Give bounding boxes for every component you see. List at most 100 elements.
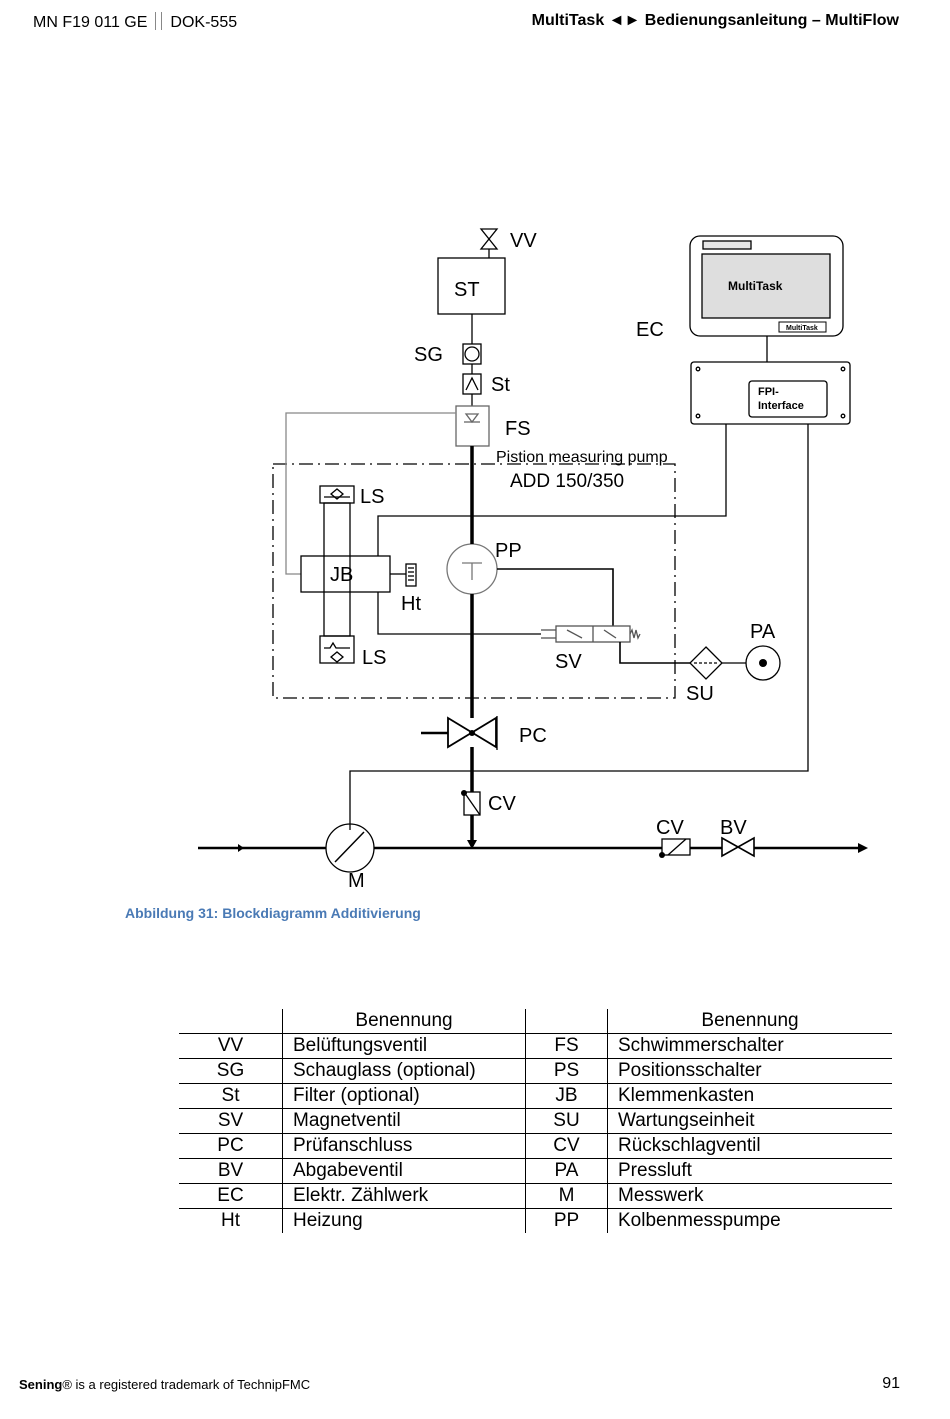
legend-name-left: Prüfanschluss <box>282 1133 526 1159</box>
legend-name-right: Kolbenmesspumpe <box>618 1210 781 1231</box>
heater-icon <box>405 563 417 587</box>
label-pp: PP <box>495 540 522 562</box>
label-bv: BV <box>720 817 747 839</box>
legend-header-row: Benennung Benennung <box>179 1009 892 1034</box>
label-ec: EC <box>636 319 664 341</box>
fs-signal-line <box>285 412 456 575</box>
ec-logo-badge <box>778 321 827 333</box>
meter-icon <box>325 823 375 873</box>
legend-code-right: SU <box>525 1108 608 1134</box>
legend-header-empty-left <box>179 1009 283 1034</box>
legend-code-right: FS <box>525 1033 608 1059</box>
ec-status-bar <box>702 240 752 250</box>
label-ls-top: LS <box>360 486 384 508</box>
legend-name-left: Belüftungsventil <box>282 1033 526 1059</box>
legend-name-right: Wartungseinheit <box>607 1108 892 1134</box>
meter-signal-line <box>349 424 809 830</box>
jb-sv-line <box>377 592 541 635</box>
legend-code-right: JB <box>525 1083 608 1109</box>
compressed-air-icon <box>745 645 781 681</box>
legend-code-left: SG <box>179 1058 283 1084</box>
label-cv-main: CV <box>656 817 684 839</box>
header-doc-ref: MN F19 011 GE DOK-555 <box>33 12 237 32</box>
legend-name-left: Elektr. Zählwerk <box>282 1183 526 1209</box>
footer-trademark-text: ® is a registered trademark of TechnipFM… <box>62 1377 311 1392</box>
header-doc-id: MN F19 011 GE <box>33 14 148 31</box>
legend-code-right: PP <box>525 1208 608 1233</box>
block-diagram: VV ST SG St FS Pistion measuring pump AD… <box>198 228 868 892</box>
legend-code-right: M <box>525 1183 608 1209</box>
air-line <box>619 642 690 664</box>
pump-enclosure <box>272 463 676 699</box>
label-multitask-small: MultiTask <box>786 325 818 332</box>
label-m: M <box>348 870 365 892</box>
label-st-tank: ST <box>454 279 480 301</box>
inlet-arrow-icon <box>238 844 244 852</box>
level-switch-bottom-icon <box>319 635 355 664</box>
label-su: SU <box>686 683 714 705</box>
figure-caption: Abbildung 31: Blockdiagramm Additivierun… <box>125 905 421 921</box>
legend-name-left: Heizung <box>282 1208 526 1233</box>
jb-fpi-signal-line <box>377 424 727 556</box>
legend-header-right: Benennung <box>607 1009 892 1034</box>
legend-name-right: Positionsschalter <box>607 1058 892 1084</box>
fpi-label-box <box>748 380 828 418</box>
legend-code-left: SV <box>179 1108 283 1134</box>
label-pc: PC <box>519 725 547 747</box>
fpi-box <box>690 361 851 425</box>
header-title: MultiTask ◄► Bedienungsanleitung – Multi… <box>531 12 899 29</box>
label-cv-vertical: CV <box>488 793 516 815</box>
label-fs: FS <box>505 418 531 440</box>
header-separator <box>155 12 163 30</box>
legend-code-left: BV <box>179 1158 283 1184</box>
legend-code-left: St <box>179 1083 283 1109</box>
test-connection-icon <box>447 716 497 749</box>
legend-name-left: Magnetventil <box>282 1108 526 1134</box>
legend-header-left: Benennung <box>282 1009 526 1034</box>
legend-name-right: Schwimmerschalter <box>607 1033 892 1059</box>
legend-code-left: PC <box>179 1133 283 1159</box>
legend-code-left: VV <box>179 1033 283 1059</box>
legend-code-right: PA <box>525 1158 608 1184</box>
label-ls-bottom: LS <box>362 647 386 669</box>
legend-header-empty-right <box>525 1009 608 1034</box>
legend-name-left: Schauglass (optional) <box>282 1058 526 1084</box>
delivery-valve-icon <box>721 836 755 858</box>
legend-code-right: CV <box>525 1133 608 1159</box>
outlet-arrow-icon <box>858 843 868 853</box>
pump-sv-line <box>497 568 614 626</box>
label-pump-name: Pistion measuring pump <box>496 449 668 466</box>
legend-name-left: Filter (optional) <box>282 1083 526 1109</box>
page-number: 91 <box>882 1375 900 1392</box>
service-unit-icon <box>689 646 723 680</box>
legend-code-left: EC <box>179 1183 283 1209</box>
label-sg: SG <box>414 344 443 366</box>
down-arrow-icon <box>467 840 477 849</box>
label-fpi-line1: FPI- <box>758 386 779 398</box>
label-sv: SV <box>555 651 582 673</box>
label-pump-model: ADD 150/350 <box>510 471 624 492</box>
label-ht: Ht <box>401 593 421 615</box>
legend-code-right: PS <box>525 1058 608 1084</box>
legend-name-right: Pressluft <box>607 1158 892 1184</box>
legend-name-left: Abgabeventil <box>282 1158 526 1184</box>
footer-brand: Sening <box>19 1377 63 1392</box>
vent-valve-icon <box>479 228 499 250</box>
legend-name-right: Messwerk <box>607 1183 892 1209</box>
check-valve-main-icon <box>661 838 691 856</box>
label-jb: JB <box>330 564 353 586</box>
float-switch-icon <box>455 405 490 447</box>
label-pa: PA <box>750 621 776 643</box>
header-doc-no: DOK-555 <box>170 14 238 31</box>
legend-name-right: Klemmenkasten <box>607 1083 892 1109</box>
label-fpi-line2: Interface <box>758 400 804 412</box>
label-st-filter: St <box>491 374 510 396</box>
